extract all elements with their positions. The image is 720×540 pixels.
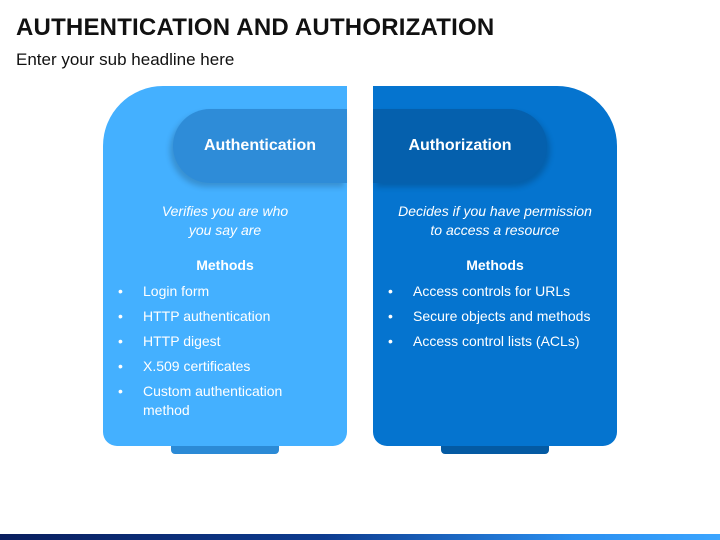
list-item-text: Custom authentication method	[143, 383, 283, 418]
list-item: • X.509 certificates	[113, 357, 337, 376]
list-item: • Access controls for URLs	[383, 282, 607, 301]
bullet-icon: •	[388, 283, 393, 299]
authorization-heading: Authorization	[373, 109, 547, 183]
list-item: • Custom authentication method	[113, 382, 337, 420]
authentication-card-tab	[171, 446, 279, 454]
page-title: AUTHENTICATION AND AUTHORIZATION	[16, 14, 495, 41]
list-item-text: Login form	[143, 283, 210, 299]
bullet-icon: •	[388, 333, 393, 349]
authentication-card: Authentication Verifies you are who you …	[103, 86, 347, 446]
authorization-methods-list: • Access controls for URLs • Secure object…	[383, 282, 607, 357]
authorization-description-line: to access a resource	[430, 222, 560, 238]
list-item-text: Secure objects and methods	[413, 308, 591, 324]
list-item-text: HTTP digest	[143, 333, 221, 349]
authorization-card: Authorization Decides if you have permis…	[373, 86, 617, 446]
authentication-methods-label: Methods	[196, 257, 254, 273]
list-item: • Login form	[113, 282, 337, 301]
authentication-description-line: Verifies you are who	[161, 203, 289, 219]
list-item-text: HTTP authentication	[143, 308, 271, 324]
bullet-icon: •	[388, 308, 393, 324]
bullet-icon: •	[118, 383, 123, 399]
authorization-description-line: Decides if you have permission	[398, 203, 592, 219]
list-item-text: X.509 certificates	[143, 358, 251, 374]
authentication-methods-list: • Login form • HTTP authentication • HTTP d…	[113, 282, 337, 426]
list-item: • Access control lists (ACLs)	[383, 332, 607, 351]
authorization-card-tab	[441, 446, 549, 454]
authorization-methods-label: Methods	[466, 257, 524, 273]
list-item-text: Access control lists (ACLs)	[413, 333, 580, 349]
list-item: • HTTP digest	[113, 332, 337, 351]
authentication-heading: Authentication	[173, 109, 347, 183]
bullet-icon: •	[118, 283, 123, 299]
bullet-icon: •	[118, 333, 123, 349]
list-item: • Secure objects and methods	[383, 307, 607, 326]
footer-bar	[0, 534, 720, 540]
bullet-icon: •	[118, 358, 123, 374]
page-subtitle: Enter your sub headline here	[16, 50, 235, 69]
authentication-description-line: you say are	[188, 222, 262, 238]
bullet-icon: •	[118, 308, 123, 324]
list-item: • HTTP authentication	[113, 307, 337, 326]
list-item-text: Access controls for URLs	[413, 283, 571, 299]
authorization-description: Decides if you have permission to access…	[393, 202, 597, 240]
authentication-description: Verifies you are who you say are	[123, 202, 327, 240]
